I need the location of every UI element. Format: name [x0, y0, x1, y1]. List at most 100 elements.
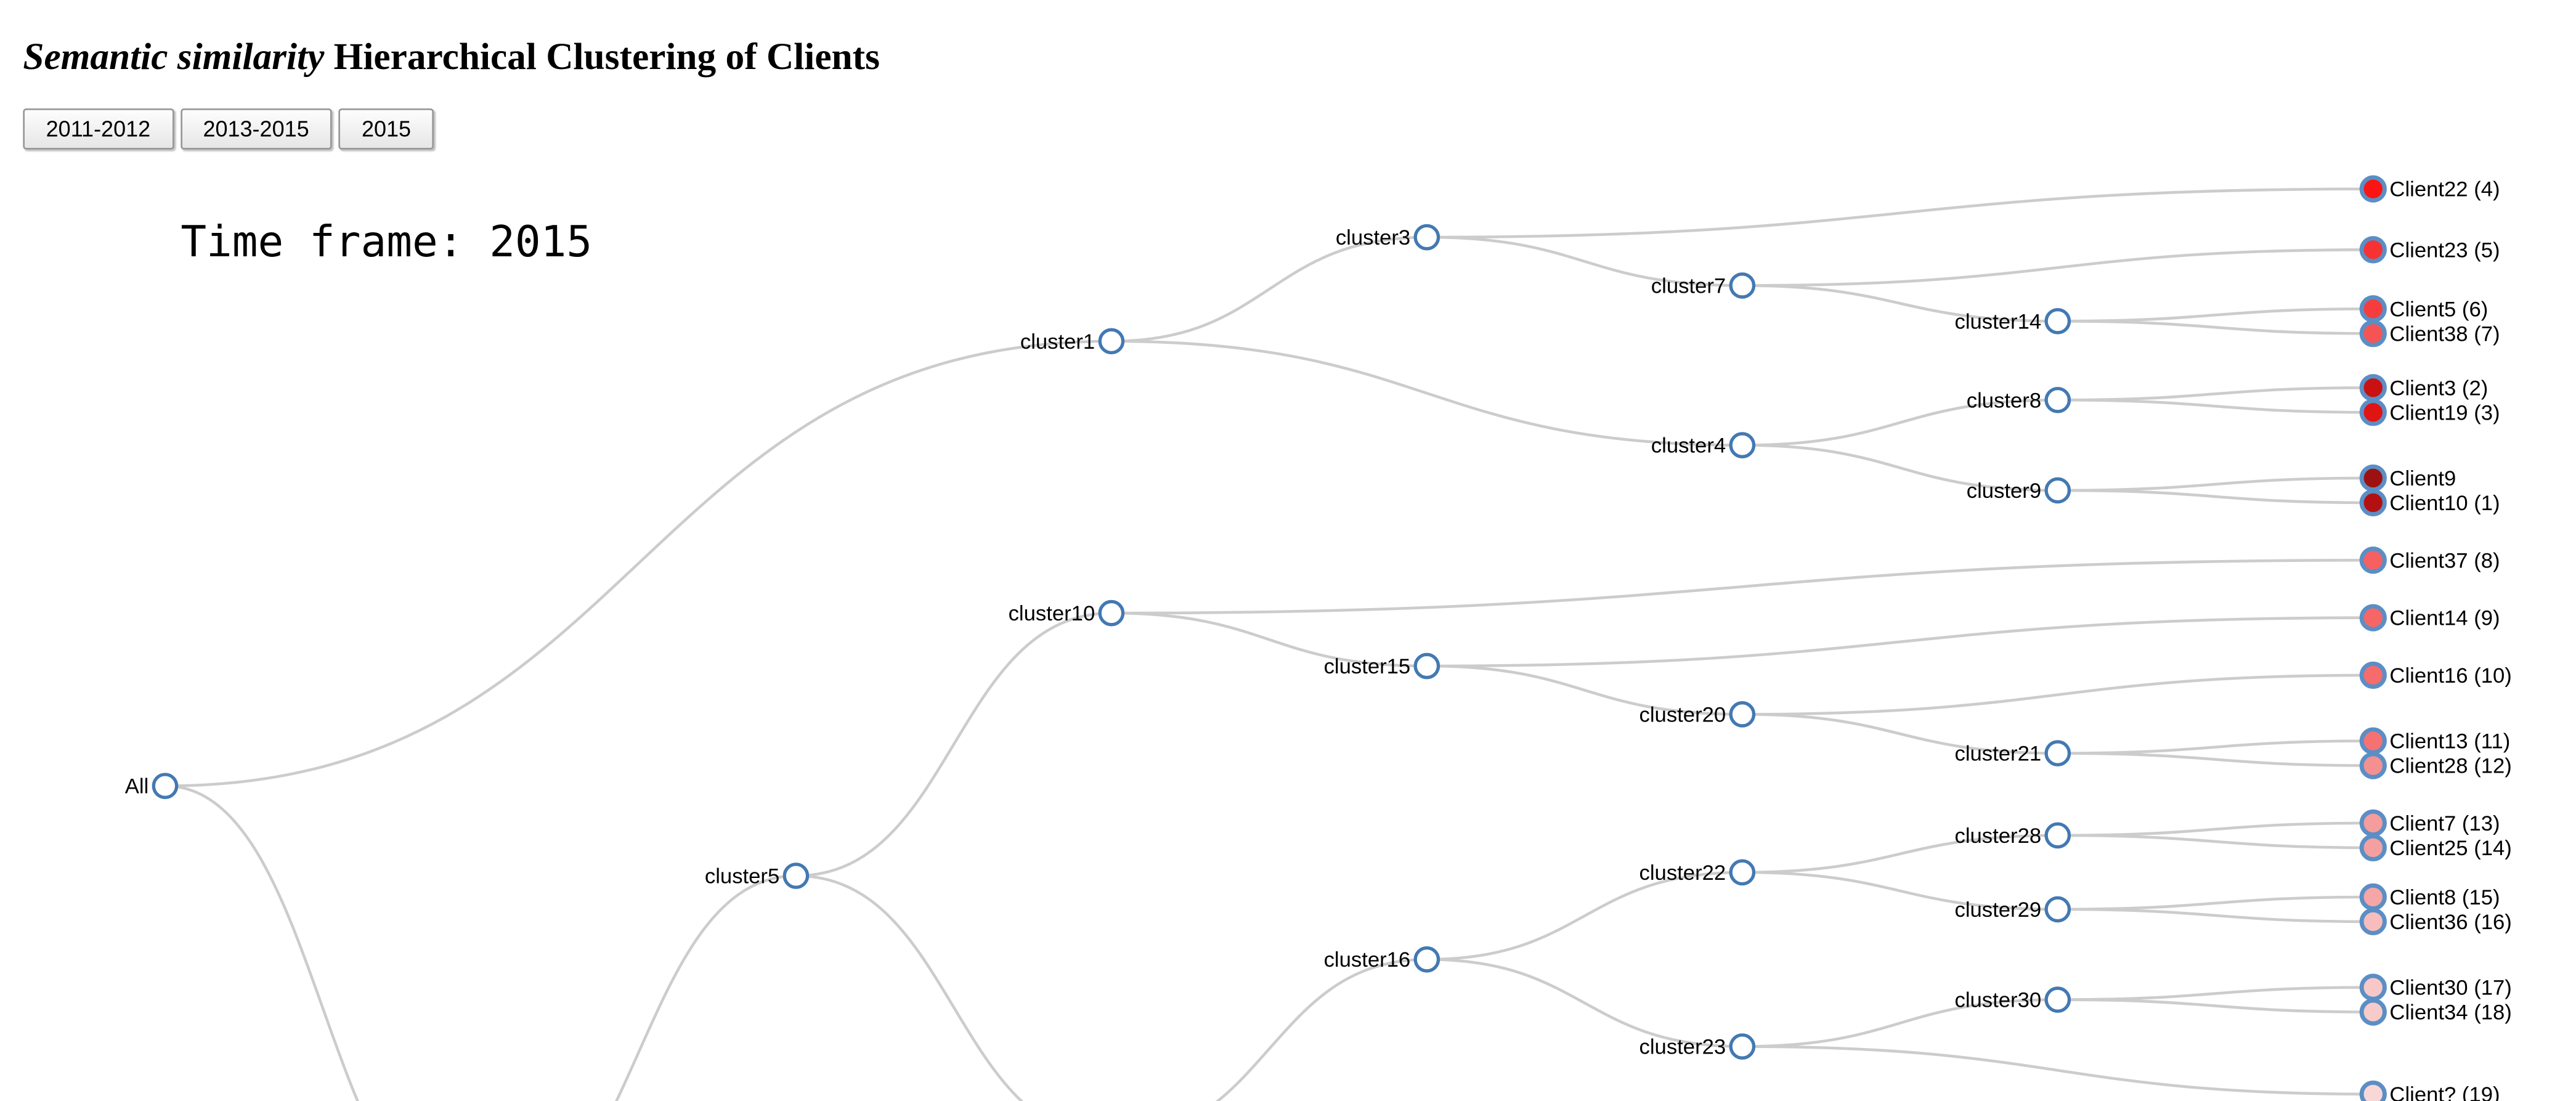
- cluster-node-cluster8[interactable]: [2044, 386, 2071, 413]
- tree-node: Client22 (4): [2359, 175, 2500, 203]
- cluster-node-cluster10[interactable]: [1098, 599, 1125, 627]
- cluster-node-cluster28[interactable]: [2044, 822, 2071, 849]
- leaf-node-client5-6-[interactable]: [2359, 295, 2387, 323]
- tree-node: cluster14: [1955, 307, 2071, 335]
- tree-node: cluster20: [1639, 701, 1756, 728]
- tree-node: cluster16: [1324, 946, 1440, 973]
- leaf-node-client38-7-[interactable]: [2359, 320, 2387, 347]
- tree-node: Client28 (12): [2359, 752, 2512, 779]
- tree-link: [795, 611, 1111, 877]
- timeframe-button-2011-2012[interactable]: 2011-2012: [23, 108, 174, 150]
- node-label: cluster29: [1955, 898, 2042, 922]
- tree-link: [1111, 339, 1742, 447]
- tree-node: Client? (19): [2359, 1080, 2500, 1101]
- cluster-node-cluster16[interactable]: [1413, 946, 1440, 973]
- cluster-node-cluster29[interactable]: [2044, 896, 2071, 923]
- cluster-node-cluster3[interactable]: [1413, 224, 1440, 251]
- tree-node: cluster1: [1020, 328, 1125, 355]
- leaf-node-client8-15-[interactable]: [2359, 883, 2387, 911]
- tree-link: [1111, 559, 2373, 615]
- tree-link: [1426, 616, 2373, 668]
- node-label: cluster10: [1009, 602, 1095, 625]
- tree-node: Client30 (17): [2359, 973, 2512, 1001]
- tree-link: [2057, 399, 2373, 414]
- tree-link: [1742, 713, 2058, 755]
- cluster-node-cluster20[interactable]: [1729, 701, 1756, 728]
- timeframe-button-2015[interactable]: 2015: [338, 108, 434, 150]
- tree-link: [2057, 489, 2373, 505]
- node-label: Client3 (2): [2389, 376, 2488, 400]
- leaf-node-client-19-[interactable]: [2359, 1080, 2387, 1101]
- leaf-node-client19-3-[interactable]: [2359, 399, 2387, 426]
- tree-node: Client23 (5): [2359, 236, 2500, 264]
- cluster-node-cluster30[interactable]: [2044, 986, 2071, 1013]
- leaf-node-client25-14-[interactable]: [2359, 834, 2387, 862]
- tree-link: [1426, 235, 1742, 287]
- node-label: Client7 (13): [2389, 812, 2500, 835]
- cluster-node-cluster9[interactable]: [2044, 477, 2071, 504]
- node-label: cluster16: [1324, 948, 1411, 972]
- leaf-node-client3-2-[interactable]: [2359, 374, 2387, 402]
- node-label: cluster14: [1955, 310, 2042, 333]
- leaf-node-client36-16-[interactable]: [2359, 908, 2387, 936]
- cluster-node-cluster14[interactable]: [2044, 307, 2071, 335]
- tree-link: [1742, 1045, 2373, 1096]
- tree-link: [1426, 187, 2373, 239]
- leaf-node-client34-18-[interactable]: [2359, 998, 2387, 1026]
- tree-node: Client9: [2359, 464, 2456, 492]
- node-label: cluster20: [1639, 703, 1726, 726]
- tree-node: cluster3: [1336, 224, 1440, 251]
- tree-node: Client16 (10): [2359, 661, 2512, 689]
- node-label: Client10 (1): [2389, 492, 2500, 515]
- leaf-node-client16-10-[interactable]: [2359, 661, 2387, 689]
- cluster-node-all[interactable]: [152, 773, 179, 799]
- tree-node: Client5 (6): [2359, 295, 2488, 323]
- tree-link: [2057, 476, 2373, 492]
- tree-link: [2057, 908, 2373, 924]
- node-label: Client8 (15): [2389, 886, 2500, 909]
- node-label: Client19 (3): [2389, 401, 2500, 425]
- cluster-node-cluster4[interactable]: [1729, 432, 1756, 458]
- tree-node: cluster30: [1955, 986, 2071, 1013]
- leaf-node-client14-9-[interactable]: [2359, 604, 2387, 632]
- tree-link: [1742, 834, 2058, 874]
- node-label: cluster7: [1651, 274, 1726, 298]
- cluster-node-cluster23[interactable]: [1729, 1033, 1756, 1060]
- node-label: Client? (19): [2389, 1083, 2500, 1101]
- tree-link: [795, 874, 1024, 1101]
- cluster-node-cluster5[interactable]: [782, 863, 810, 889]
- node-label: cluster15: [1324, 655, 1411, 678]
- node-label: Client36 (16): [2389, 911, 2511, 934]
- node-label: Client14 (9): [2389, 607, 2500, 630]
- node-label: cluster21: [1955, 742, 2042, 766]
- leaf-node-client28-12-[interactable]: [2359, 752, 2387, 779]
- cluster-node-cluster15[interactable]: [1413, 652, 1440, 680]
- node-label: Client16 (10): [2389, 664, 2511, 688]
- leaf-node-client22-4-[interactable]: [2359, 175, 2387, 203]
- tree-node: Client8 (15): [2359, 883, 2500, 911]
- cluster-node-cluster7[interactable]: [1729, 272, 1756, 299]
- tree-link: [165, 784, 359, 1101]
- leaf-node-client7-13-[interactable]: [2359, 809, 2387, 837]
- tree-link: [1111, 235, 1427, 343]
- node-label: Client9: [2389, 467, 2456, 490]
- cluster-node-cluster1[interactable]: [1098, 328, 1125, 355]
- tree-node: Client10 (1): [2359, 489, 2500, 517]
- tree-node: cluster23: [1639, 1033, 1756, 1060]
- leaf-node-client23-5-[interactable]: [2359, 236, 2387, 264]
- tree-node: cluster28: [1955, 822, 2071, 849]
- leaf-node-client30-17-[interactable]: [2359, 973, 2387, 1001]
- cluster-node-cluster22[interactable]: [1729, 859, 1756, 886]
- tree-node: Client38 (7): [2359, 320, 2500, 347]
- timeframe-button-2013-2015[interactable]: 2013-2015: [180, 108, 332, 150]
- cluster-node-cluster21[interactable]: [2044, 740, 2071, 766]
- leaf-node-client10-1-[interactable]: [2359, 489, 2387, 517]
- node-label: Client5 (6): [2389, 298, 2488, 321]
- leaf-node-client13-11-[interactable]: [2359, 727, 2387, 755]
- tree-node: All: [125, 773, 179, 799]
- leaf-node-client9[interactable]: [2359, 464, 2387, 492]
- leaf-node-client37-8-[interactable]: [2359, 546, 2387, 574]
- node-label: cluster8: [1967, 389, 2041, 412]
- tree-node: Client37 (8): [2359, 546, 2500, 574]
